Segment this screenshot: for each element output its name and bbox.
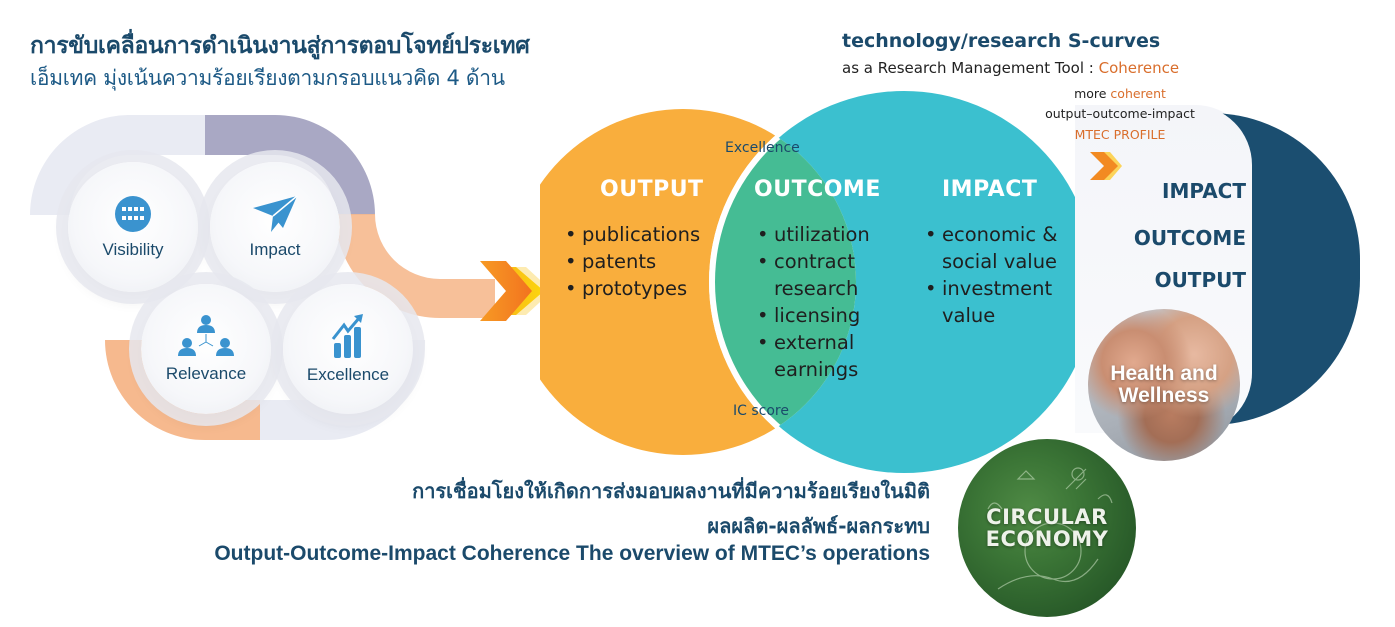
list-item: external (757, 329, 870, 356)
band-top-right (205, 115, 375, 215)
growth-chart-icon (331, 314, 363, 358)
list-item: economic & (925, 221, 1057, 248)
list-item-continued: value (942, 304, 996, 327)
band-top-left (30, 115, 205, 215)
pillar-label: Relevance (165, 364, 247, 383)
footer-line1: การเชื่อมโยงให้เกิดการส่งมอบผลงานที่มีคว… (412, 479, 930, 503)
page-subtitle: เอ็มเทค มุ่งเน้นความร้อยเรียงตามกรอบแนวค… (30, 66, 505, 90)
footer-line3: Output-Outcome-Impact Coherence The over… (214, 542, 930, 565)
paper-plane-icon (253, 195, 298, 232)
list-item: prototypes (565, 275, 700, 302)
pillar-relevance: Relevance (141, 284, 271, 414)
venn-impact-list: economic & social value investment value (925, 221, 1057, 329)
venn-output-list: publications patents prototypes (565, 221, 700, 302)
list-item: patents (565, 248, 700, 275)
list-item: utilization (757, 221, 870, 248)
venn-outcome-list: utilization contract research licensing … (757, 221, 870, 383)
mtec-profile-label: MTEC PROFILE (1074, 127, 1166, 142)
profile-stack-outcome: OUTCOME (1133, 226, 1246, 250)
circular-economy-image: CIRCULAR ECONOMY (958, 439, 1136, 617)
venn-overlap-outcome (715, 109, 856, 455)
pillar-visibility: Visibility (68, 162, 198, 292)
list-item: publications (565, 221, 700, 248)
health-wellness-caption: Health and Wellness (1110, 361, 1218, 407)
s-curves-subtitle-prefix: as a Research Management Tool : (842, 59, 1099, 77)
list-item: contract (757, 248, 870, 275)
venn-impact-title: IMPACT (942, 177, 1038, 202)
health-caption-line2: Wellness (1118, 384, 1210, 407)
coherence-note-line1: more coherent (1020, 86, 1220, 101)
venn-output-title: OUTPUT (600, 177, 704, 202)
small-chevron-right-icon (1090, 152, 1122, 180)
list-item: licensing (757, 302, 870, 329)
list-item-continued: social value (942, 250, 1058, 273)
s-curves-subtitle-accent: Coherence (1098, 59, 1180, 77)
coherence-note-line2: output–outcome-impact (1045, 106, 1195, 121)
pillar-label: Excellence (306, 365, 390, 384)
pillar-excellence: Excellence (283, 284, 413, 414)
pillar-impact: Impact (210, 162, 340, 292)
circular-caption-line2: ECONOMY (985, 527, 1109, 551)
note-prefix: more (1074, 86, 1111, 101)
health-caption-line1: Health and (1110, 361, 1218, 385)
people-network-icon (178, 315, 234, 356)
list-item-continued: earnings (774, 358, 859, 381)
s-curves-subtitle: as a Research Management Tool : Coherenc… (842, 59, 1179, 77)
note-accent: coherent (1110, 86, 1166, 101)
profile-stack-output: OUTPUT (1154, 268, 1246, 292)
page-title: การขับเคลื่อนการดำเนินงานสู่การตอบโจทย์ป… (30, 33, 530, 59)
list-item-continued: research (774, 277, 859, 300)
health-wellness-image: Health and Wellness (1088, 309, 1240, 461)
venn-outcome-title: OUTCOME (754, 177, 881, 202)
globe-icon (115, 196, 151, 232)
pillar-label: Visibility (102, 240, 164, 259)
venn-label-ic-score: IC score (733, 403, 789, 419)
circular-caption-line1: CIRCULAR (986, 504, 1108, 529)
eco-doodles-icon (987, 467, 1113, 590)
circular-economy-caption: CIRCULAR ECONOMY (986, 506, 1109, 550)
venn-label-excellence: Excellence (725, 140, 800, 156)
footer-line2: ผลผลิต-ผลลัพธ์-ผลกระทบ (707, 514, 930, 538)
pillar-label: Impact (249, 240, 301, 259)
profile-stack-impact: IMPACT (1162, 179, 1246, 203)
s-curves-title: technology/research S-curves (842, 30, 1161, 52)
list-item: investment (925, 275, 1057, 302)
